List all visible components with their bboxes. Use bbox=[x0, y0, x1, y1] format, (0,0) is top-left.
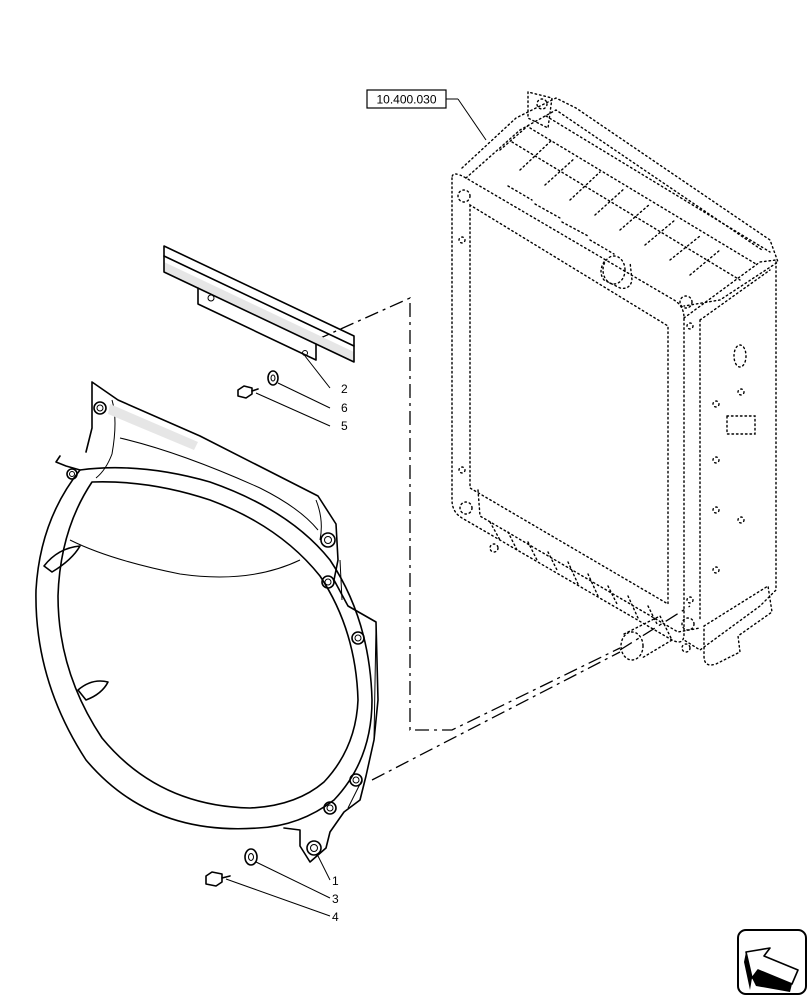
callout-2: 2 bbox=[341, 382, 348, 396]
leader-lines bbox=[225, 355, 331, 917]
reference-box[interactable]: 10.400.030 bbox=[366, 89, 447, 109]
alignment-lines bbox=[315, 296, 691, 781]
callout-3: 3 bbox=[332, 892, 339, 906]
screw-lower bbox=[205, 871, 231, 887]
radiator-assembly bbox=[451, 91, 779, 666]
washer-lower bbox=[244, 848, 258, 866]
screw-upper bbox=[237, 385, 259, 399]
reference-leader-diag bbox=[457, 98, 487, 141]
callout-5: 5 bbox=[341, 419, 348, 433]
washer-upper bbox=[267, 370, 279, 386]
callout-4: 4 bbox=[332, 910, 339, 924]
callout-6: 6 bbox=[341, 401, 348, 415]
reference-label: 10.400.030 bbox=[376, 93, 436, 107]
next-page-arrow-icon[interactable] bbox=[737, 929, 807, 995]
seal-strip bbox=[163, 245, 355, 363]
callout-1: 1 bbox=[332, 874, 339, 888]
fan-shroud bbox=[35, 381, 379, 863]
